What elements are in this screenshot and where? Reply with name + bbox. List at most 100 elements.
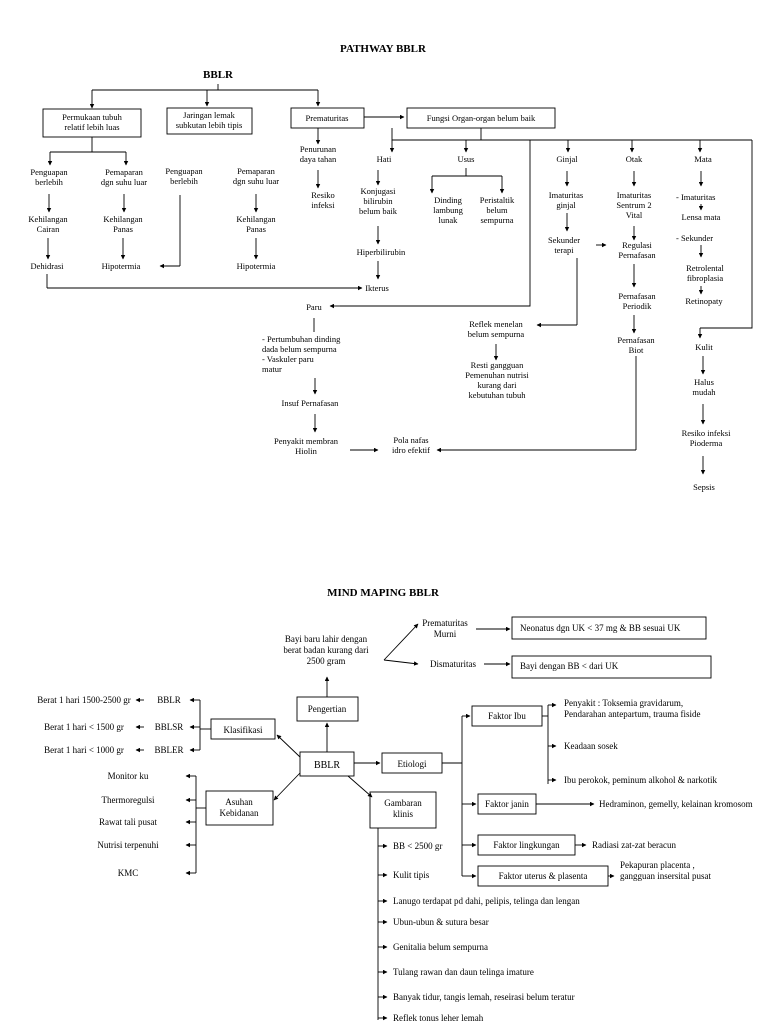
peristaltik-line: belum (486, 205, 508, 215)
arrow (347, 775, 373, 798)
klasifikasi-2: BBLER (154, 745, 183, 755)
hipotermia-1-line: Hipotermia (102, 261, 141, 271)
faktor-3-box (477, 865, 609, 887)
faktor-ibu-1-line: Keadaan sosek (564, 741, 618, 751)
asuhan-line: Asuhan (225, 797, 253, 807)
lensa-mata: Lensa mata (682, 212, 721, 222)
arrow (383, 659, 419, 666)
klasifikasi: Klasifikasi (224, 725, 263, 735)
paru-list-line: - Pertumbuhan dinding (262, 334, 341, 344)
asuhan-item-3-line: Nutrisi terpenuhi (97, 840, 159, 850)
penurunan-line: Penurunan (300, 144, 337, 154)
gambaran-item-0: BB < 2500 gr (393, 841, 442, 851)
faktor-ibu-0-line: Pendarahan antepartum, trauma fiside (564, 709, 700, 719)
gambaran-item-1-line: Kulit tipis (393, 870, 430, 880)
mata: Mata (694, 154, 712, 164)
imaturitas-sentrum-line: Vital (626, 210, 643, 220)
pernafasan-periodik-line: Periodik (623, 301, 653, 311)
resti-line: kebutuhan tubuh (469, 390, 527, 400)
penguapan-2-line: Penguapan (165, 166, 203, 176)
asuhan-item-1: Thermoregulsi (102, 795, 155, 805)
klasifikasi-desc-0-line: Berat 1 hari 1500-2500 gr (37, 695, 130, 705)
klasifikasi-1: BBLSR (155, 722, 184, 732)
insuf-pernafasan-line: Insuf Pernafasan (282, 398, 340, 408)
definisi-line: 2500 gram (307, 656, 346, 666)
klasifikasi-line: Klasifikasi (224, 725, 263, 735)
hipotermia-1: Hipotermia (102, 261, 141, 271)
hiperbilirubin-line: Hiperbilirubin (357, 247, 406, 257)
klasifikasi-1-line: BBLSR (155, 722, 184, 732)
etiologi-box (381, 752, 443, 774)
faktor-ibu-1: Keadaan sosek (564, 741, 618, 751)
kehilangan-cairan-line: Cairan (37, 224, 60, 234)
prematuritas-desc: Neonatus dgn UK < 37 mg & BB sesuai UK (520, 623, 681, 633)
hiperbilirubin: Hiperbilirubin (357, 247, 406, 257)
pola-nafas-line: idro efektif (392, 445, 430, 455)
faktor-3-line: Faktor uterus & plasenta (499, 871, 588, 881)
klasifikasi-desc-2: Berat 1 hari < 1000 gr (44, 745, 124, 755)
pengertian-line: Pengertian (308, 704, 347, 714)
gambaran-item-4-line: Genitalia belum sempurna (393, 942, 488, 952)
imaturitas-mata: - Imaturitas (676, 192, 715, 202)
peristaltik-line: Peristaltik (480, 195, 515, 205)
paru-list-line: - Vaskuler paru (262, 354, 315, 364)
sekunder-terapi-line: Sekunder (548, 235, 580, 245)
pernafasan-biot-line: Pernafasan (617, 335, 655, 345)
prematuritas: Prematuritas (306, 113, 349, 123)
dehidrasi: Dehidrasi (30, 261, 64, 271)
gambaran-item-5-line: Tulang rawan dan daun telinga imature (393, 967, 534, 977)
permukaan-line: Permukaan tubuh (62, 112, 122, 122)
penguapan-2-line: berlebih (170, 176, 199, 186)
prematuritas-desc-box (511, 616, 707, 640)
prematuritas-murni-line: Prematuritas (422, 618, 468, 628)
jaringan-line: subkutan lebih tipis (176, 120, 243, 130)
klasifikasi-0-line: BBLR (157, 695, 181, 705)
asuhan-line: Kebidanan (220, 808, 259, 818)
sekunder-mata: - Sekunder (676, 233, 713, 243)
jaringan-line: Jaringan lemak (183, 110, 235, 120)
line (340, 140, 531, 307)
paru: Paru (306, 302, 322, 312)
klasifikasi-0: BBLR (157, 695, 181, 705)
hati: Hati (377, 154, 392, 164)
retinopaty-line: Retinopaty (685, 296, 723, 306)
pengertian: Pengertian (308, 704, 347, 714)
asuhan-item-4-line: KMC (118, 868, 139, 878)
hipotermia-2: Hipotermia (237, 261, 276, 271)
usus: Usus (457, 154, 474, 164)
resiko-infeksi-line: Resiko (311, 190, 335, 200)
hipotermia-2-line: Hipotermia (237, 261, 276, 271)
mindmap-center-box (299, 751, 355, 777)
sekunder-mata-line: - Sekunder (676, 233, 713, 243)
peristaltik-line: sempurna (480, 215, 513, 225)
ikterus-line: Ikterus (365, 283, 389, 293)
faktor-1-line: Faktor janin (485, 799, 529, 809)
penyakit-membran-line: Penyakit membran (274, 436, 339, 446)
faktor-1-box (477, 793, 537, 815)
prematuritas-line: Prematuritas (306, 113, 349, 123)
paru-line: Paru (306, 302, 322, 312)
pemaparan-1-line: dgn suhu luar (101, 177, 147, 187)
faktor-3: Faktor uterus & plasenta (499, 871, 588, 881)
gambaran-item-4: Genitalia belum sempurna (393, 942, 488, 952)
gambaran-item-1: Kulit tipis (393, 870, 430, 880)
faktor-2-line: Faktor lingkungan (493, 840, 560, 850)
pemaparan-2-line: Pemaparan (237, 166, 276, 176)
klasifikasi-2-line: BBLER (154, 745, 183, 755)
dismaturitas-desc: Bayi dengan BB < dari UK (520, 661, 619, 671)
